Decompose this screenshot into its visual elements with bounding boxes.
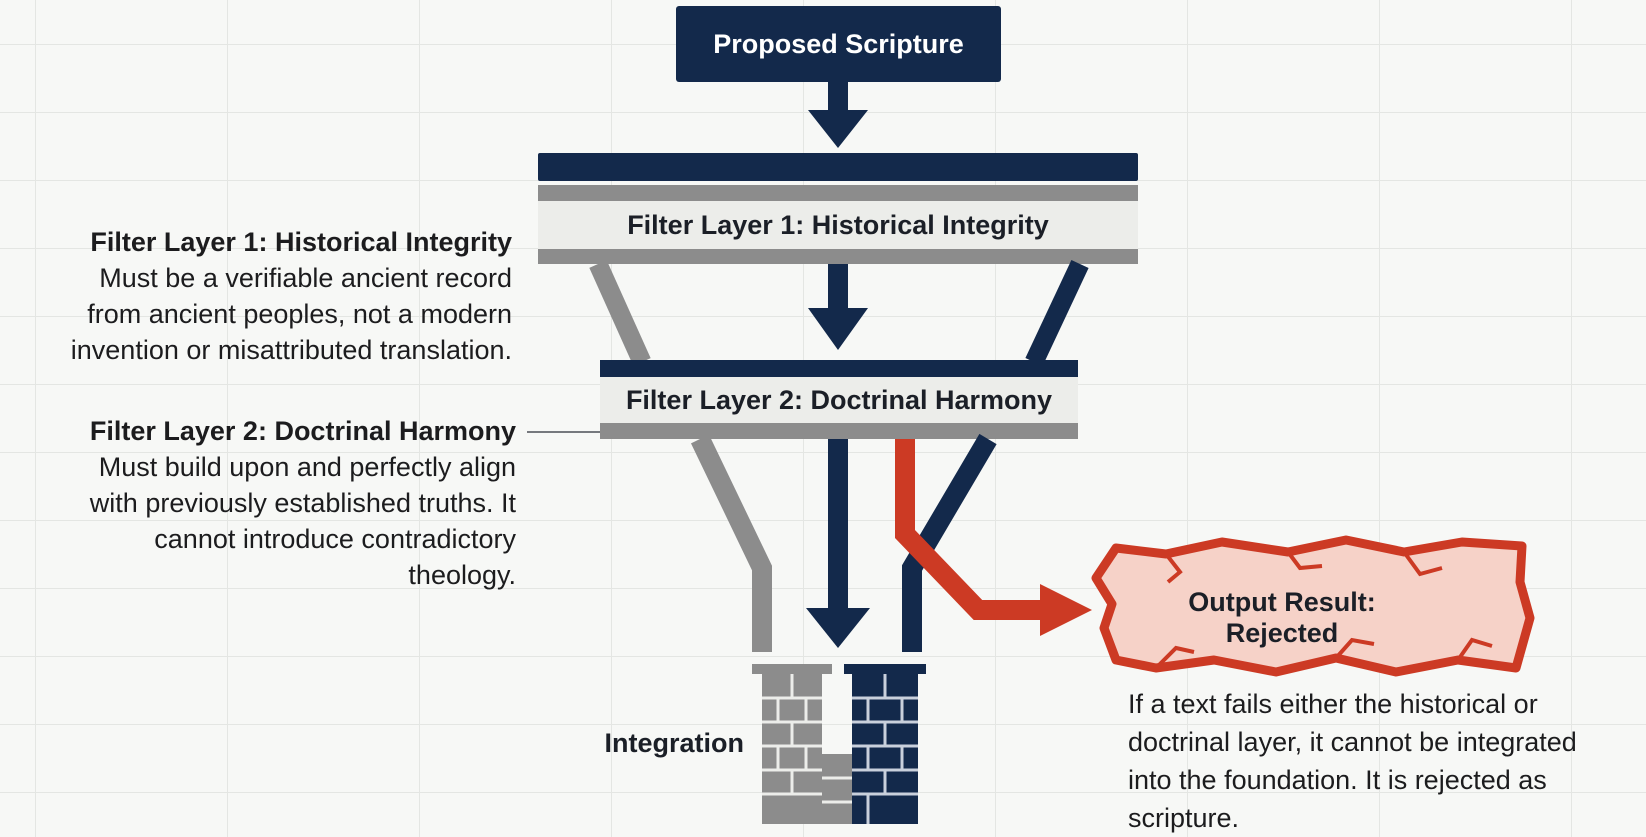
rejected-line: into the foundation. It is rejected as (1128, 765, 1547, 795)
funnel-right-side (1025, 259, 1089, 367)
integration-label: Integration (604, 728, 745, 758)
filter-1-funnel (538, 153, 1138, 264)
filter-2-description: Filter Layer 2: Doctrinal Harmony Must b… (8, 413, 516, 593)
navy-pipe (902, 433, 997, 652)
filter-2-band: Filter Layer 2: Doctrinal Harmony (600, 377, 1078, 423)
gray-pipe (690, 434, 772, 652)
rejected-line: doctrinal layer, it cannot be integrated (1128, 727, 1577, 757)
filter-2-line: with previously established truths. It (89, 488, 516, 518)
filter-1-band-label: Filter Layer 1: Historical Integrity (627, 209, 1049, 240)
arrow-to-integration (806, 439, 870, 648)
arrow-filter-1-to-filter-2 (808, 264, 868, 350)
filter-2-funnel (600, 360, 1078, 439)
filter-1-line: Must be a verifiable ancient record (99, 263, 512, 293)
filter-1-description: Filter Layer 1: Historical Integrity Mus… (8, 224, 512, 368)
filter-2-line: Must build upon and perfectly align (98, 452, 516, 482)
filter-2-line: cannot introduce contradictory (154, 524, 516, 554)
integration-foundation (752, 664, 926, 824)
rejection-arrow (895, 439, 1092, 636)
rejected-line: If a text fails either the historical or (1128, 689, 1538, 719)
filter-2-line: theology. (408, 560, 516, 590)
filter-1-line: invention or misattributed translation. (70, 335, 512, 365)
filter-2-band-label: Filter Layer 2: Doctrinal Harmony (625, 384, 1053, 415)
funnel-left-side (589, 260, 651, 366)
arrow-title-to-filter-1 (808, 82, 868, 148)
filter-1-heading: Filter Layer 1: Historical Integrity (90, 227, 512, 257)
rejected-label: Output Result: Rejected (1188, 587, 1376, 648)
rejected-description: If a text fails either the historical or… (1128, 685, 1644, 837)
rejected-line: scripture. (1128, 803, 1240, 833)
filter-1-line: from ancient peoples, not a modern (87, 299, 512, 329)
filter-1-band: Filter Layer 1: Historical Integrity (538, 201, 1138, 249)
filter-2-heading: Filter Layer 2: Doctrinal Harmony (89, 416, 516, 446)
rejected-box (1091, 535, 1535, 677)
proposed-scripture-box: Proposed Scripture (676, 6, 1001, 82)
proposed-scripture-label: Proposed Scripture (713, 28, 964, 59)
